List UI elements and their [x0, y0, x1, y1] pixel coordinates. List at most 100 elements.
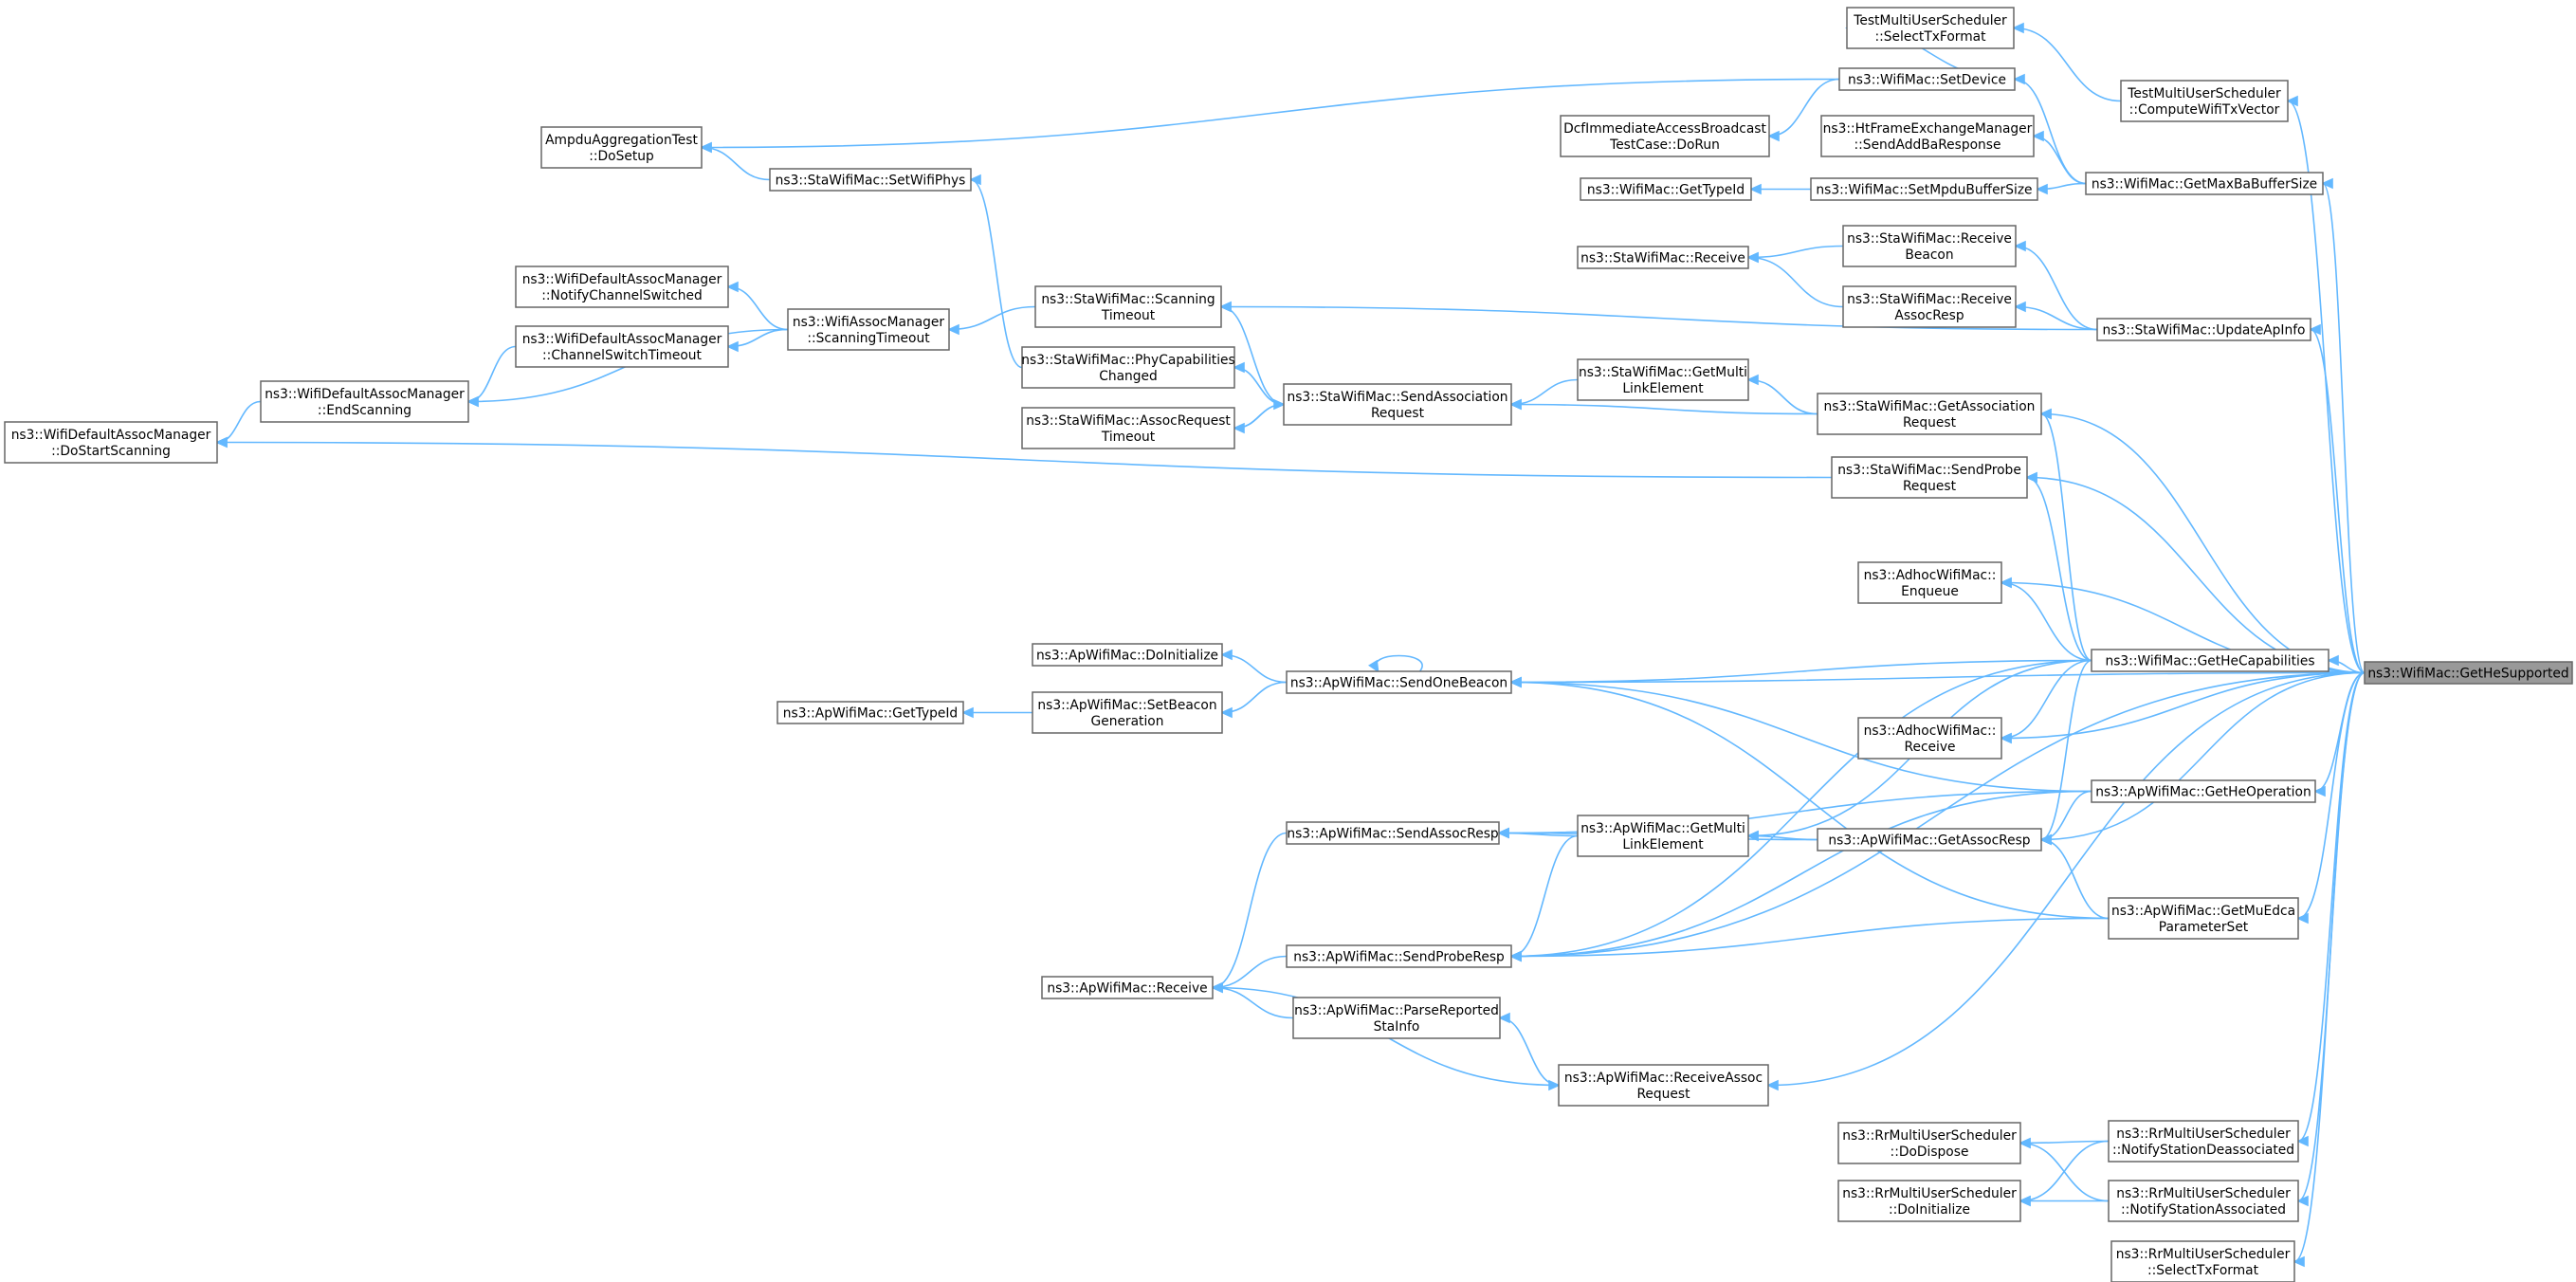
node-label: ns3::ApWifiMac::DoInitialize	[1036, 649, 1218, 664]
call-edge	[2014, 301, 2098, 331]
node-label: ns3::StaWifiMac::Receive	[1847, 292, 2012, 307]
function-node[interactable]: ns3::AdhocWifiMac::Receive	[1857, 717, 2002, 760]
node-box	[2096, 318, 2311, 341]
node-box	[1837, 1180, 2021, 1222]
function-node[interactable]: ns3::ApWifiMac::GetHeOperation	[2091, 779, 2316, 803]
node-box	[1560, 115, 1770, 157]
function-node[interactable]: ns3::WifiMac::GetMaxBaBufferSize	[2085, 172, 2324, 195]
call-edge	[1211, 955, 1288, 994]
function-node[interactable]: ns3::RrMultiUserScheduler::NotifyStation…	[2108, 1180, 2299, 1222]
function-node[interactable]: ns3::ApWifiMac::Receive	[1041, 976, 1214, 999]
function-node[interactable]: ns3::ApWifiMac::GetAssocResp	[1817, 828, 2042, 852]
call-edge	[2025, 471, 2092, 662]
call-edge	[2013, 73, 2087, 185]
call-edge	[2019, 1140, 2110, 1207]
node-label: TestMultiUserScheduler	[2127, 86, 2281, 101]
node-label: ns3::ApWifiMac::SendOneBeacon	[1290, 676, 1507, 691]
node-label: ::ScanningTimeout	[807, 331, 930, 346]
node-label: DcfImmediateAccessBroadcast	[1563, 121, 1766, 137]
function-node[interactable]: ns3::ApWifiMac::SendOneBeacon	[1286, 670, 1512, 694]
call-edge	[2039, 408, 2092, 662]
node-box	[1032, 691, 1223, 734]
node-box	[2108, 897, 2299, 940]
call-edge	[2014, 240, 2098, 331]
node-label: ns3::WifiDefaultAssocManager	[522, 332, 722, 347]
function-node[interactable]: ns3::RrMultiUserScheduler::DoInitialize	[1837, 1180, 2021, 1222]
node-label: LinkElement	[1622, 381, 1704, 396]
node-layer: ns3::WifiMac::GetHeSupportedns3::AdhocWi…	[4, 7, 2573, 1282]
call-edge	[1219, 301, 2098, 331]
function-node[interactable]: ns3::WifiDefaultAssocManager::NotifyChan…	[515, 266, 729, 308]
call-edge	[2039, 408, 2366, 674]
function-node[interactable]: DcfImmediateAccessBroadcastTestCase::DoR…	[1560, 115, 1770, 157]
node-label: Enqueue	[1901, 584, 1959, 599]
node-label: ns3::ApWifiMac::GetMuEdca	[2111, 904, 2295, 919]
root-function-node[interactable]: ns3::WifiMac::GetHeSupported	[2364, 661, 2573, 685]
function-node[interactable]: ns3::WifiDefaultAssocManager::EndScannin…	[260, 380, 469, 423]
function-node[interactable]: ns3::ApWifiMac::GetTypeId	[776, 701, 964, 724]
node-label: ns3::WifiDefaultAssocManager	[522, 272, 722, 287]
node-label: AssocResp	[1894, 308, 1964, 323]
function-node[interactable]: ns3::StaWifiMac::UpdateApInfo	[2096, 318, 2311, 341]
function-node[interactable]: AmpduAggregationTest::DoSetup	[540, 126, 703, 169]
node-box	[776, 701, 964, 724]
node-box	[1842, 225, 2017, 267]
node-label: ns3::StaWifiMac::UpdateApInfo	[2102, 323, 2305, 339]
function-node[interactable]: ns3::WifiMac::SetMpduBufferSize	[1810, 177, 2038, 201]
function-node[interactable]: ns3::WifiMac::GetHeCapabilities	[2091, 649, 2329, 672]
node-label: TestCase::DoRun	[1609, 137, 1720, 153]
function-node[interactable]: TestMultiUserScheduler::ComputeWifiTxVec…	[2120, 80, 2289, 122]
function-node[interactable]: ns3::RrMultiUserScheduler::SelectTxForma…	[2110, 1240, 2295, 1282]
function-node[interactable]: ns3::HtFrameExchangeManager::SendAddBaRe…	[1820, 115, 2035, 157]
node-label: ns3::RrMultiUserScheduler	[2116, 1126, 2291, 1142]
node-label: ns3::StaWifiMac::GetMulti	[1579, 365, 1747, 380]
function-node[interactable]: ns3::StaWifiMac::SetWifiPhys	[769, 168, 972, 192]
call-edge	[1233, 361, 1285, 406]
call-edge	[700, 78, 1840, 154]
function-node[interactable]: ns3::WifiDefaultAssocManager::DoStartSca…	[4, 421, 218, 464]
function-node[interactable]: ns3::StaWifiMac::ScanningTimeout	[1034, 285, 1222, 328]
function-node[interactable]: ns3::WifiAssocManager::ScanningTimeout	[787, 308, 950, 351]
node-label: ns3::StaWifiMac::AssocRequest	[1026, 413, 1231, 429]
function-node[interactable]: ns3::WifiDefaultAssocManager::ChannelSwi…	[515, 325, 729, 368]
function-node[interactable]: ns3::ApWifiMac::SendProbeResp	[1286, 944, 1512, 968]
function-node[interactable]: ns3::WifiMac::SetDevice	[1838, 67, 2016, 91]
function-node[interactable]: ns3::ApWifiMac::SendAssocResp	[1286, 821, 1500, 845]
function-node[interactable]: ns3::ApWifiMac::DoInitialize	[1032, 643, 1223, 667]
function-node[interactable]: ns3::RrMultiUserScheduler::NotifyStation…	[2108, 1120, 2299, 1163]
node-label: ns3::StaWifiMac::GetAssociation	[1824, 399, 2036, 414]
function-node[interactable]: ns3::WifiMac::GetTypeId	[1580, 177, 1752, 201]
call-edge	[1767, 78, 1840, 142]
node-label: ns3::ApWifiMac::SendAssocResp	[1287, 827, 1498, 842]
node-label: ns3::ApWifiMac::ParseReported	[1294, 1003, 1499, 1018]
node-box	[1842, 285, 2017, 328]
node-box	[260, 380, 469, 423]
function-node[interactable]: ns3::StaWifiMac::Receive	[1577, 246, 1749, 269]
call-edge	[1509, 676, 2110, 920]
function-node[interactable]: ns3::AdhocWifiMac::Enqueue	[1857, 561, 2002, 604]
function-node[interactable]: ns3::RrMultiUserScheduler::DoDispose	[1837, 1122, 2021, 1164]
function-node[interactable]: TestMultiUserScheduler::SelectTxFormat	[1846, 7, 2015, 49]
call-edge	[1509, 676, 2092, 793]
call-edge	[1509, 398, 1818, 415]
call-edge	[2321, 177, 2366, 674]
call-edge	[1220, 649, 1288, 684]
node-box	[1283, 383, 1512, 426]
node-label: ns3::WifiDefaultAssocManager	[265, 387, 465, 402]
node-label: ns3::WifiDefaultAssocManager	[11, 428, 211, 443]
node-label: ns3::ApWifiMac::GetAssocResp	[1828, 833, 2030, 849]
node-label: ns3::HtFrameExchangeManager	[1823, 121, 2033, 137]
